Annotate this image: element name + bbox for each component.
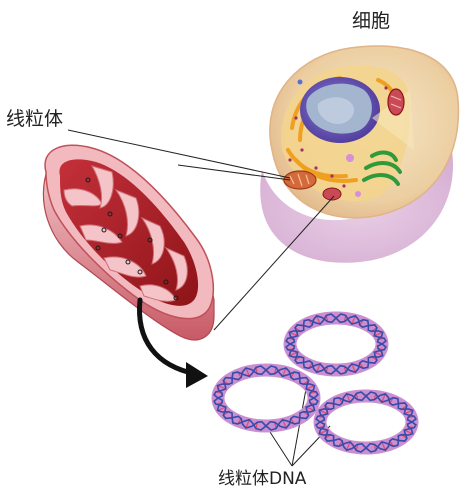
dna-strand-2: [315, 391, 417, 453]
dna-base-pair: [217, 406, 227, 411]
cell-label: 细胞: [352, 10, 391, 32]
mitochondrial-dna-label: 线粒体DNA: [218, 469, 307, 489]
dna-base-pair: [374, 331, 383, 337]
dna-base-pair: [217, 385, 227, 390]
dna-base-pair: [404, 409, 413, 415]
mitochondrion: [42, 144, 215, 341]
dna-base-pair: [316, 315, 321, 325]
dna-base-pair: [351, 315, 356, 325]
dna-base-pair: [289, 351, 298, 357]
dna-strand-2: [285, 313, 387, 375]
dna-base-pair: [282, 367, 287, 377]
dna-base-pair: [245, 419, 250, 429]
dna-ring-3: [313, 389, 419, 455]
dna-base-pair: [305, 385, 315, 390]
dna-base-pair: [289, 331, 298, 337]
dna-base-pair: [305, 406, 315, 411]
arrow-shaft: [137, 297, 199, 377]
mitochondrion-cristae: [63, 165, 188, 302]
vesicle: [297, 79, 303, 85]
vesicle: [355, 191, 361, 197]
mitochondrial-dna-rings: [211, 311, 419, 455]
dna-base-pair: [346, 441, 351, 451]
cell-mitochondrion-1: [387, 88, 405, 116]
dna-base-pair: [282, 419, 287, 429]
mito-to-cell-top-line: [177, 164, 291, 181]
dna-ring-1: [283, 311, 389, 377]
cell: [260, 45, 460, 263]
dna-pointer-1: [269, 431, 293, 467]
mito-label-line: [67, 129, 291, 179]
dna-base-pair: [319, 429, 328, 435]
dna-base-pair: [404, 429, 413, 435]
arrow: [137, 297, 208, 388]
dna-base-pair: [381, 441, 386, 451]
arrow-head: [186, 362, 208, 388]
dna-strand-2: [213, 365, 319, 431]
cell-mitochondrion-2-cristae: [289, 173, 310, 187]
dna-base-pair: [245, 367, 250, 377]
dna-base-pair: [381, 393, 386, 403]
vesicle: [346, 154, 354, 162]
leader-lines: [67, 129, 335, 467]
dna-base-pair: [346, 393, 351, 403]
dna-base-pair: [316, 363, 321, 373]
cell-mitochondrion-1-cristae: [390, 95, 402, 109]
dna-base-pair: [374, 351, 383, 357]
dna-base-pair: [319, 409, 328, 415]
dna-ring-2: [211, 363, 321, 433]
nucleus-highlight: [317, 97, 355, 124]
matrix-dna-dots: [85, 177, 179, 301]
mito-to-cell-bottom-line: [213, 195, 335, 331]
mitochondrion-label: 线粒体: [6, 108, 64, 130]
cell-mitochondrion-3: [322, 187, 342, 201]
cell-lower-side: [260, 150, 454, 263]
golgi-apparatus: [362, 150, 402, 186]
dna-base-pair: [351, 363, 356, 373]
